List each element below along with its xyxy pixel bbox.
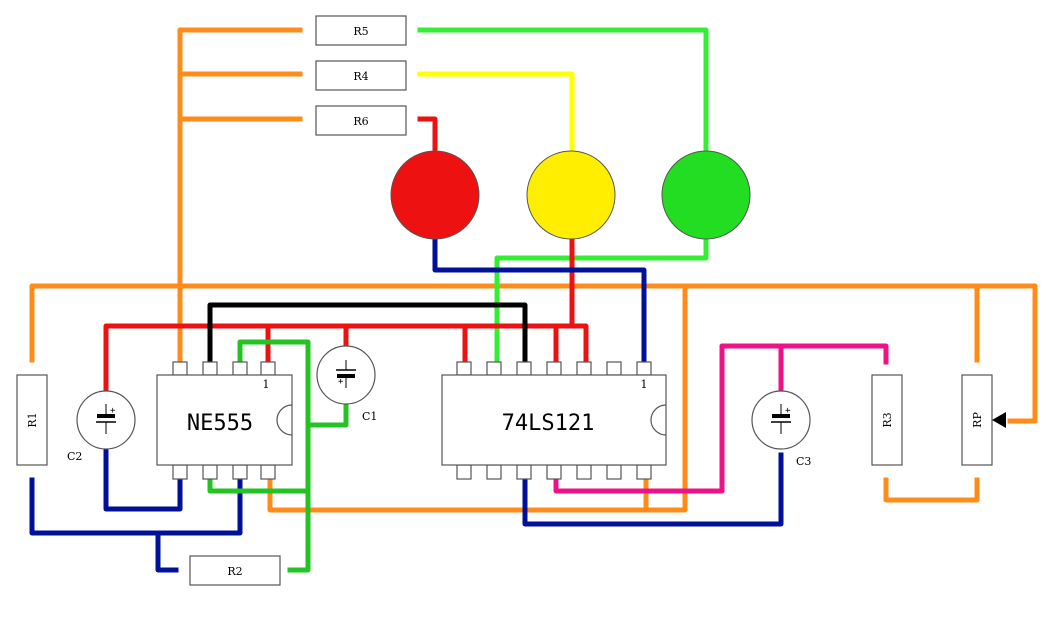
resistor-r6: R6 (315, 105, 407, 136)
capacitor-c3-label: C3 (796, 455, 811, 468)
resistor-r2-label: R2 (227, 565, 242, 578)
wire-orange-r3-rp (883, 477, 980, 503)
svg-text:+: + (785, 406, 791, 416)
wire-yellow-r4-led (417, 71, 575, 155)
wire-green-r5-led (417, 27, 709, 155)
wiper-arrow-icon (992, 412, 1006, 428)
capacitor-c1-label: C1 (362, 410, 377, 423)
led-green (661, 150, 751, 240)
led-red (390, 150, 480, 240)
potentiometer-rp-label: RP (971, 412, 984, 428)
svg-text:+: + (338, 377, 344, 387)
ne555-label: NE555 (187, 411, 253, 436)
resistor-r3-label: R3 (881, 412, 894, 427)
ic-ne555: NE555 1 (156, 361, 293, 480)
wire-green-c1 (305, 402, 349, 428)
resistor-r2: R2 (189, 555, 281, 586)
wire-red-r6-led (417, 116, 438, 155)
ne555-pin1-label: 1 (263, 378, 270, 391)
wire-orange-trunk (177, 27, 303, 365)
wire-blue-c3 (522, 452, 784, 527)
capacitor-c3: + C3 (751, 390, 811, 468)
ls121-label: 74LS121 (502, 411, 595, 436)
resistor-r4-label: R4 (353, 70, 368, 83)
svg-text:+: + (110, 406, 116, 416)
capacitor-c2: + C2 (67, 390, 136, 463)
wire-blue-r1 (29, 477, 243, 536)
resistor-r5: R5 (315, 15, 407, 46)
wire-green-555 (237, 339, 311, 573)
resistor-r3: R3 (871, 374, 903, 466)
resistor-r5-label: R5 (353, 25, 368, 38)
wire-green-555-p2 (207, 478, 311, 494)
wire-blue-c2 (103, 447, 183, 512)
wire-green-led-ic (494, 235, 709, 365)
wire-blue-led-ic (432, 235, 647, 365)
potentiometer-rp: RP (961, 374, 1006, 466)
ic-74ls121: 74LS121 1 (441, 361, 667, 480)
wire-black (207, 302, 528, 365)
resistor-r1: R1 (16, 374, 48, 466)
wire-blue-r2 (155, 530, 179, 573)
wire-pink (553, 343, 889, 494)
capacitor-c1: + C1 (316, 345, 377, 423)
resistor-r1-label: R1 (26, 412, 39, 427)
ls121-pin1-label: 1 (641, 378, 648, 391)
capacitor-c2-label: C2 (67, 450, 82, 463)
resistor-r4: R4 (315, 60, 407, 91)
led-yellow (526, 150, 616, 240)
wire-orange-rail (29, 283, 1038, 424)
resistor-r6-label: R6 (353, 115, 368, 128)
wire-orange-bottom (267, 283, 688, 513)
